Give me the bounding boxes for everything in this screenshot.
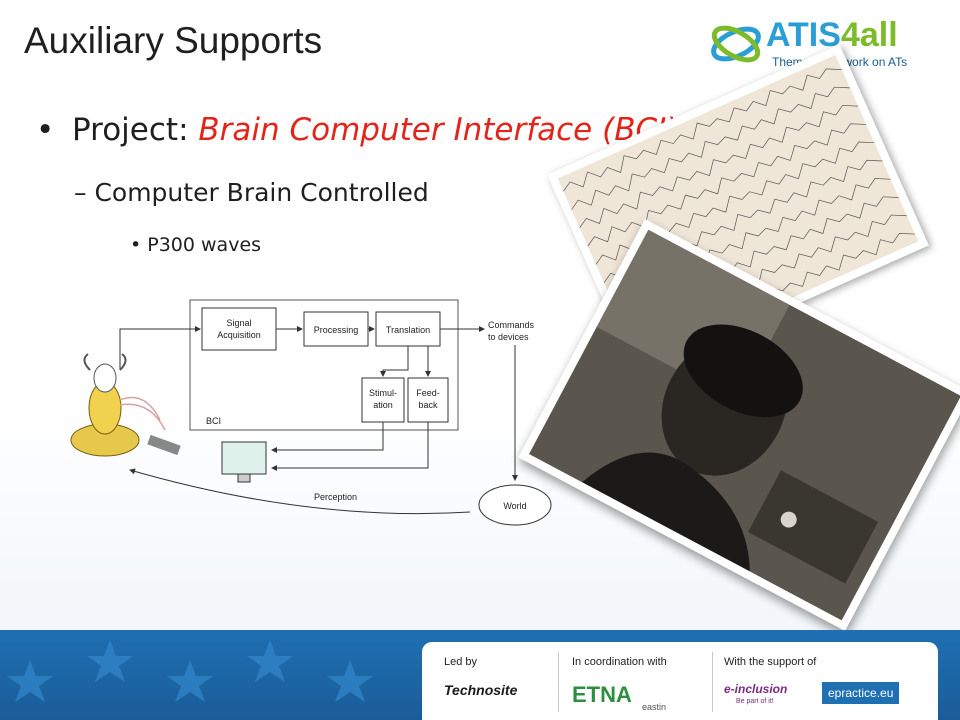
gnu-user-icon <box>70 353 181 457</box>
perception-label: Perception <box>314 492 357 502</box>
arrow-world-user <box>129 468 471 515</box>
commands-label-1: Commands <box>488 320 535 330</box>
bullet-dot-icon: • <box>36 112 55 148</box>
bullet-level3-text: P300 waves <box>147 234 262 256</box>
world-label: World <box>503 501 526 511</box>
bci-user-photo-image <box>529 229 960 621</box>
support-label: With the support of <box>724 656 817 668</box>
bci-diagram: Signal Acquisition Processing Translatio… <box>70 299 552 526</box>
logo-wordmark: ATIS4all <box>766 16 898 55</box>
commands-label-2: to devices <box>488 332 529 342</box>
logo-atis-text: ATIS <box>766 16 841 54</box>
led-by-label: Led by <box>444 656 478 668</box>
translation-label: Translation <box>386 325 430 335</box>
footer-divider <box>712 652 713 712</box>
logo-4all-text: 4all <box>840 16 898 54</box>
bullet-level1-text: Project: Brain Computer Interface (BCI) <box>72 112 678 148</box>
translation-box <box>375 311 441 347</box>
processing-label: Processing <box>314 325 359 335</box>
technosite-logo: Technosite <box>444 682 518 698</box>
bci-label: BCI <box>206 416 221 426</box>
coordination-label: In coordination with <box>572 656 667 668</box>
monitor-stand <box>237 473 251 483</box>
arrow-user-acq <box>119 326 201 370</box>
footer-bar: Led by Technosite In coordination with E… <box>0 630 960 720</box>
eu-stars-icon <box>7 640 373 702</box>
bullet-level1-highlight: Brain Computer Interface (BCI) <box>198 112 679 148</box>
logo-swirl-icon <box>711 25 761 63</box>
arrow-stim-monitor <box>271 422 384 453</box>
world-cloud <box>478 484 552 526</box>
feedback-label-2: back <box>418 400 438 410</box>
signal-acquisition-label-1: Signal <box>226 318 251 328</box>
stimulation-label-2: ation <box>373 400 393 410</box>
bci-boundary <box>189 299 459 431</box>
monitor-icon <box>221 441 267 475</box>
epractice-logo: epractice.eu <box>822 682 900 704</box>
arrow-trans-stim <box>380 346 409 377</box>
stimulation-box <box>361 377 405 423</box>
footer-divider <box>558 652 559 712</box>
einclusion-logo: e-inclusion <box>724 682 788 696</box>
signal-acquisition-box <box>201 307 277 351</box>
arrow-feed-monitor <box>271 422 429 471</box>
person-silhouette-icon <box>529 229 960 621</box>
eastin-logo: eastin <box>642 702 667 712</box>
stimulation-label-1: Stimul- <box>369 388 397 398</box>
bci-user-photo <box>518 218 960 632</box>
etna-logo: ETNA <box>572 682 632 707</box>
bullet-level2-text: Computer Brain Controlled <box>94 178 429 207</box>
bullet-level2: – Computer Brain Controlled <box>74 178 429 207</box>
signal-acquisition-label-2: Acquisition <box>217 330 261 340</box>
einclusion-tagline: Be part of it! <box>736 698 774 705</box>
feedback-label-1: Feed- <box>416 388 440 398</box>
slide-title: Auxiliary Supports <box>24 20 323 61</box>
partners-panel: Led by Technosite In coordination with E… <box>422 642 938 720</box>
bullet-level1-prefix: Project: <box>72 112 199 148</box>
bullet-level3: • P300 waves <box>130 234 262 256</box>
